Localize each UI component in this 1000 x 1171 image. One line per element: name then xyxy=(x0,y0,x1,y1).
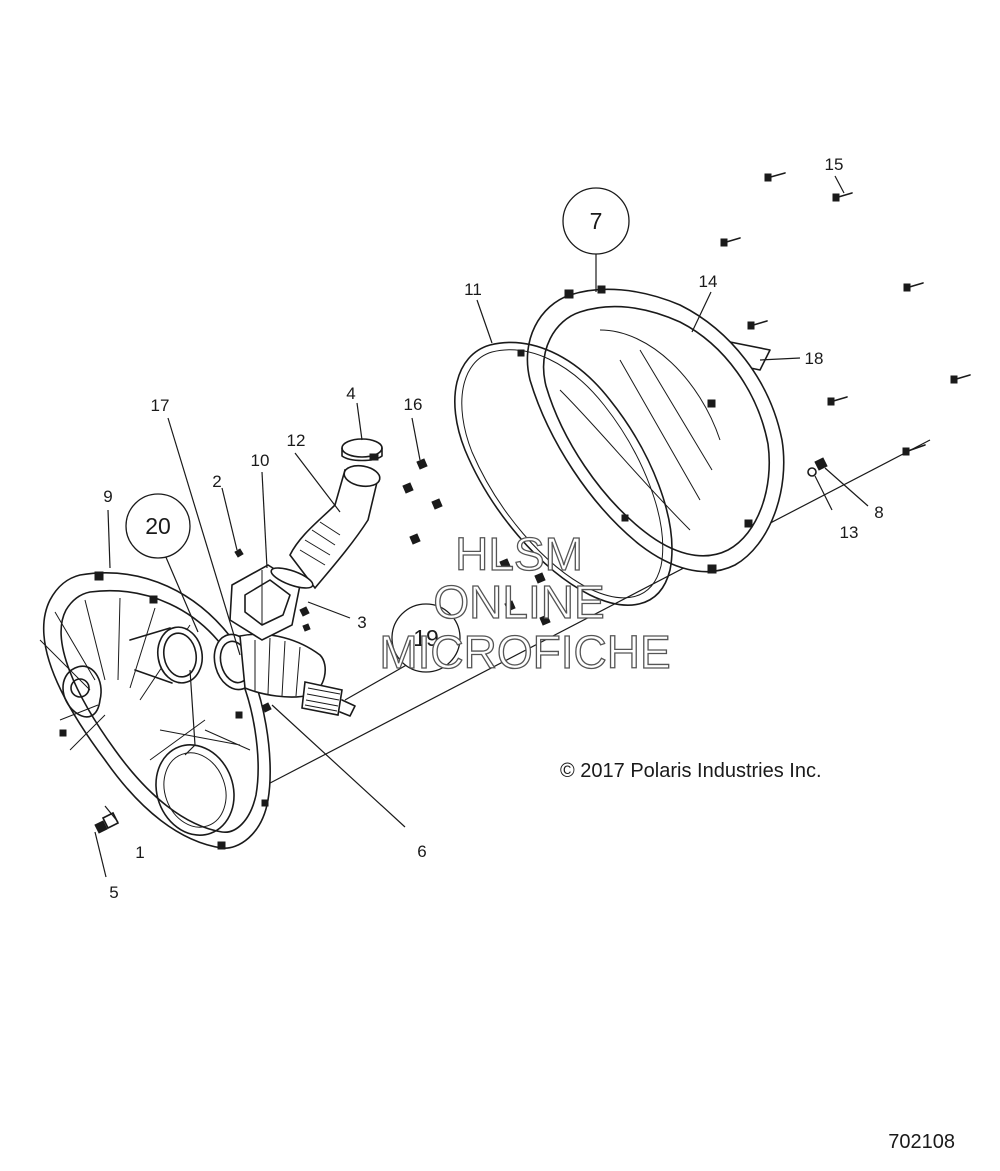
leader-lines xyxy=(94,175,869,878)
callout-14: 14 xyxy=(699,272,718,291)
circled-callout-7: 7 xyxy=(562,187,630,255)
circled-callout-19: 19 xyxy=(391,603,461,673)
callout-labels: 1 2 3 4 5 6 8 9 10 11 12 13 14 15 16 17 … xyxy=(103,155,883,902)
intake-duct-hose xyxy=(289,464,381,590)
watermark-line-1: HLSM xyxy=(455,528,583,580)
callout-4: 4 xyxy=(346,384,355,403)
hose-clamp xyxy=(341,438,383,462)
intake-housing xyxy=(229,564,301,641)
boot-clamp xyxy=(270,567,314,589)
watermark-line-3: MICROFICHE xyxy=(379,626,670,678)
vent-screen xyxy=(301,681,356,717)
drawing-number: 702108 xyxy=(888,1131,955,1153)
watermark-line-2: ONLINE xyxy=(433,576,604,628)
assembly-axis-line xyxy=(221,439,931,809)
callout-1: 1 xyxy=(135,843,144,862)
callout-9: 9 xyxy=(103,487,112,506)
callout-3: 3 xyxy=(357,613,366,632)
callout-6: 6 xyxy=(417,842,426,861)
callout-20: 20 xyxy=(145,513,171,539)
fasteners xyxy=(94,457,828,834)
intake-duct-adapter xyxy=(129,626,204,684)
callout-11: 11 xyxy=(464,280,482,299)
callout-8: 8 xyxy=(874,503,883,522)
callout-19: 19 xyxy=(413,625,439,651)
copyright-text: © 2017 Polaris Industries Inc. xyxy=(560,760,822,782)
callout-7: 7 xyxy=(590,208,603,234)
outer-clutch-cover xyxy=(517,285,785,574)
callout-2: 2 xyxy=(212,472,221,491)
inner-clutch-cover xyxy=(39,571,271,850)
callout-16: 16 xyxy=(404,395,423,414)
callout-5: 5 xyxy=(109,883,118,902)
watermark: HLSM ONLINE MICROFICHE xyxy=(379,527,672,678)
callout-15: 15 xyxy=(825,155,844,174)
callout-18: 18 xyxy=(805,349,824,368)
cover-seal xyxy=(454,341,673,606)
callout-12: 12 xyxy=(287,431,306,450)
callout-17: 17 xyxy=(151,396,170,415)
circled-callout-20: 20 xyxy=(125,493,191,559)
callout-13: 13 xyxy=(840,523,859,542)
cover-bolts xyxy=(720,172,971,456)
outlet-duct-boot xyxy=(213,633,326,698)
callout-10: 10 xyxy=(251,451,270,470)
